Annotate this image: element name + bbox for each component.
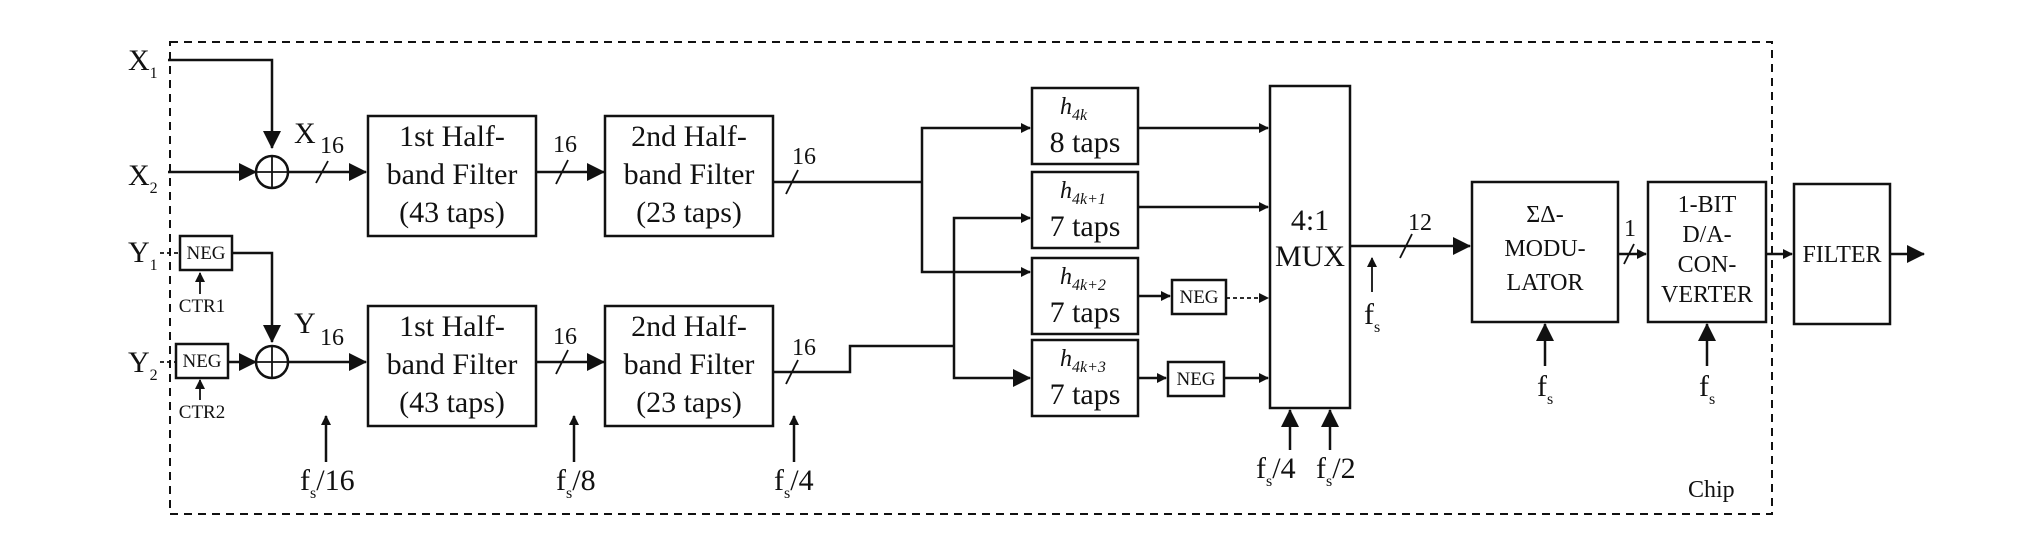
neg-y1-label: NEG — [186, 243, 225, 264]
fs-mod-label: fs — [1537, 370, 1553, 408]
input-y2-label: Y2 — [128, 346, 158, 384]
x-bus-width-3: 16 — [792, 144, 816, 170]
x-to-h4k-wire — [920, 123, 1031, 182]
fs8-label: fs/8 — [556, 464, 596, 502]
ctr1-label: CTR1 — [179, 296, 225, 317]
h4k3-label: h4k+3 — [1060, 346, 1106, 376]
h4k3-filter — [1030, 338, 1140, 418]
mod-line3: LATOR — [1507, 270, 1584, 296]
x1-wire — [168, 58, 281, 149]
y1-to-summer-wire — [232, 251, 281, 343]
mux-line2: MUX — [1275, 240, 1345, 273]
dac-line4: VERTER — [1661, 282, 1753, 308]
y-f2-line2: band Filter — [624, 348, 755, 381]
x-f1-line2: band Filter — [387, 158, 518, 191]
h4k1-filter — [1030, 170, 1140, 250]
y-bus-slash-2 — [555, 349, 569, 375]
mux-fs2-label: fs/2 — [1316, 452, 1356, 490]
dac-line3: CON- — [1678, 252, 1737, 278]
h4k1-taps: 7 taps — [1050, 210, 1121, 243]
y-bus-width-3: 16 — [792, 335, 816, 361]
fs-dac-label: fs — [1699, 370, 1715, 408]
fs4-label: fs/4 — [774, 464, 814, 502]
y-halfband-filter-2 — [603, 304, 775, 428]
y-f1-line1: 1st Half- — [399, 310, 505, 343]
y-f2-line3: (23 taps) — [636, 386, 742, 419]
h4k-taps: 8 taps — [1050, 126, 1121, 159]
neg-h4k3-label: NEG — [1176, 369, 1215, 390]
y-to-h4k1-wire — [952, 213, 1031, 346]
y-halfband-filter-1 — [366, 304, 538, 428]
x-to-h4k2-wire — [920, 182, 1031, 277]
h4k2-taps: 7 taps — [1050, 296, 1121, 329]
x-summer — [254, 154, 290, 190]
neg-y2-label: NEG — [182, 351, 221, 372]
x-bus-width-1: 16 — [320, 133, 344, 159]
neg-block-h4k2 — [1170, 278, 1228, 316]
h4k-label: h4k — [1060, 94, 1088, 124]
y-f2-out-wire — [773, 344, 954, 374]
neg-block-y1 — [178, 234, 234, 272]
y-bus-width-1: 16 — [320, 325, 344, 351]
ctr2-label: CTR2 — [179, 402, 225, 423]
x-f2-line3: (23 taps) — [636, 196, 742, 229]
x-bus-slash-2 — [555, 159, 569, 185]
mux-fs4-label: fs/4 — [1256, 452, 1296, 490]
fs-mux-out-label: fs — [1364, 298, 1380, 336]
dac-line1: 1-BIT — [1678, 192, 1737, 218]
y-to-h4k3-wire — [952, 346, 1031, 387]
y-summer — [254, 344, 290, 380]
x-f2-line1: 2nd Half- — [631, 120, 747, 153]
mod-line2: MODU- — [1504, 236, 1585, 262]
h4k3-taps: 7 taps — [1050, 378, 1121, 411]
input-y1-label: Y1 — [128, 236, 158, 274]
h4k-filter — [1030, 86, 1140, 166]
chip-boundary — [169, 41, 1773, 515]
chip-label: Chip — [1688, 477, 1735, 503]
x-sum-label: X — [294, 117, 316, 150]
x-bus-width-2: 16 — [553, 132, 577, 158]
output-filter-label: FILTER — [1802, 242, 1881, 268]
y-sum-label: Y — [294, 307, 316, 340]
mux-bus-slash — [1399, 233, 1413, 259]
x-bus-slash-1 — [315, 160, 329, 184]
y-bus-width-2: 16 — [553, 324, 577, 350]
x-bus-slash-3 — [785, 169, 799, 195]
x-f1-line3: (43 taps) — [399, 196, 505, 229]
fs16-label: fs/16 — [300, 464, 355, 502]
neg-block-y2 — [174, 342, 230, 380]
input-x1-label: X1 — [128, 44, 158, 82]
x-halfband-filter-2 — [603, 114, 775, 238]
mod-bus-width: 1 — [1624, 216, 1636, 242]
h4k2-label: h4k+2 — [1060, 264, 1106, 294]
dac-line2: D/A- — [1682, 222, 1731, 248]
output-filter — [1792, 182, 1892, 326]
mux-bus-width: 12 — [1408, 210, 1432, 236]
mod-line1: ΣΔ- — [1526, 202, 1563, 228]
x-halfband-filter-1 — [366, 114, 538, 238]
mod-bus-slash — [1623, 243, 1635, 265]
neg-h4k2-label: NEG — [1179, 287, 1218, 308]
h4k1-label: h4k+1 — [1060, 178, 1106, 208]
y-f2-line1: 2nd Half- — [631, 310, 747, 343]
h4k2-filter — [1030, 256, 1140, 336]
one-bit-dac — [1646, 180, 1768, 324]
x-f2-line2: band Filter — [624, 158, 755, 191]
mux-line1: 4:1 — [1291, 204, 1329, 237]
y-bus-slash-3 — [785, 359, 799, 385]
y-f1-line2: band Filter — [387, 348, 518, 381]
sigma-delta-modulator — [1470, 180, 1620, 324]
input-x2-label: X2 — [128, 159, 158, 197]
y-f1-line3: (43 taps) — [399, 386, 505, 419]
x-f1-line1: 1st Half- — [399, 120, 505, 153]
neg-block-h4k3 — [1166, 360, 1226, 398]
